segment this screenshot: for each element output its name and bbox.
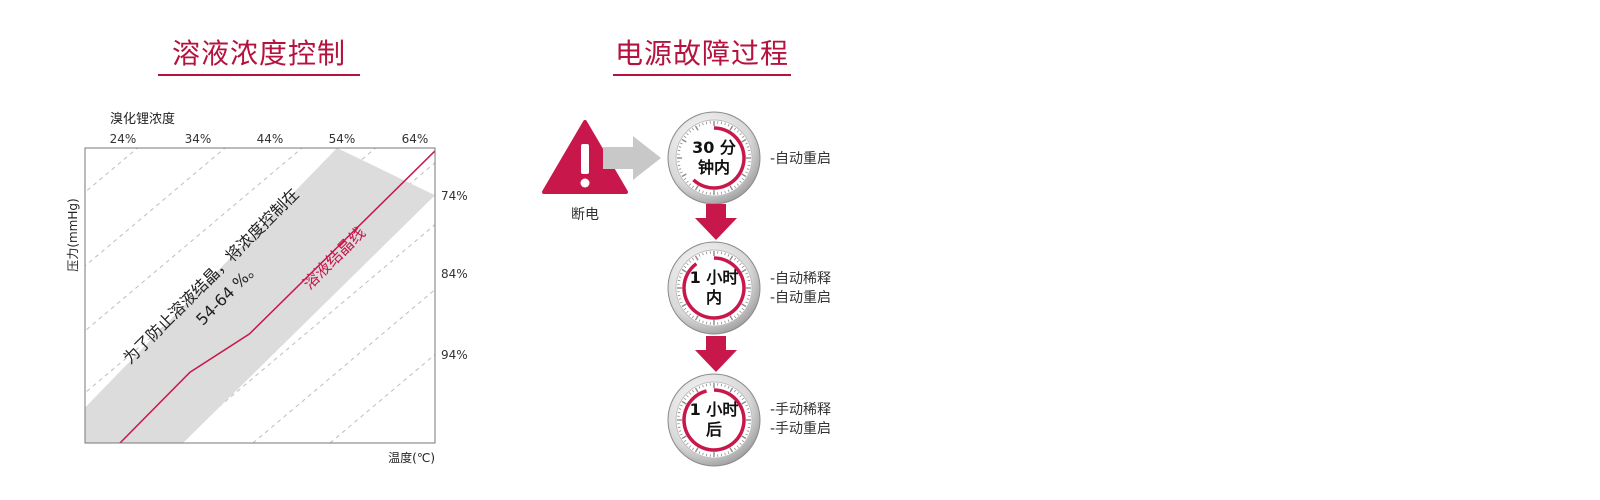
step-note: -自动重启 <box>770 290 832 306</box>
plot-frame <box>84 147 436 444</box>
right-arrow-icon <box>603 136 661 180</box>
concentration-control-title: 溶液浓度控制 <box>171 37 346 70</box>
right-tick-label: 74% <box>441 189 468 203</box>
step-notes: -自动稀释 -自动重启 <box>770 270 831 308</box>
top-tick-label: 64% <box>402 132 429 146</box>
title-underline <box>158 74 360 76</box>
concentration-chart: 溴化锂浓度 24% 34% 44% 54% 64% 74% 84% 94% 压力(mmHg)… <box>66 111 468 465</box>
right-tick-label: 94% <box>441 348 468 362</box>
clock-label: 1 小时 后 <box>689 400 739 439</box>
control-band <box>85 148 435 443</box>
step-note: -自动稀释 <box>770 271 832 287</box>
top-tick-label: 24% <box>110 132 137 146</box>
clock-icon: 30 分 钟内 <box>666 110 762 206</box>
down-arrow-icon <box>695 204 737 240</box>
step-note: -自动重启 <box>770 151 832 167</box>
clock-label: 30 分 钟内 <box>692 138 736 177</box>
step-note: -手动稀释 <box>770 402 832 418</box>
step-notes: -自动重启 <box>770 150 831 169</box>
step-note: -手动重启 <box>770 421 832 437</box>
x-axis-label: 温度(℃) <box>388 450 435 465</box>
step-notes: -手动稀释 -手动重启 <box>770 401 831 439</box>
clock-icon: 1 小时 后 <box>666 372 762 468</box>
top-axis-label: 溴化锂浓度 <box>110 111 175 127</box>
down-arrow-icon <box>695 336 737 372</box>
right-tick-labels: 74% 84% 94% <box>441 189 468 362</box>
title-underline <box>613 74 791 76</box>
power-failure-title: 电源故障过程 <box>614 37 789 70</box>
power-off-label: 断电 <box>571 207 599 223</box>
right-tick-label: 84% <box>441 267 468 281</box>
clock-icon: 1 小时 内 <box>666 240 762 336</box>
top-tick-label: 34% <box>185 132 212 146</box>
top-tick-labels: 24% 34% 44% 54% 64% <box>110 132 429 146</box>
y-axis-label: 压力(mmHg) <box>66 198 80 271</box>
top-tick-label: 54% <box>329 132 356 146</box>
crystallization-line <box>119 150 436 444</box>
clock-label: 1 小时 内 <box>689 268 739 307</box>
top-tick-label: 44% <box>257 132 284 146</box>
